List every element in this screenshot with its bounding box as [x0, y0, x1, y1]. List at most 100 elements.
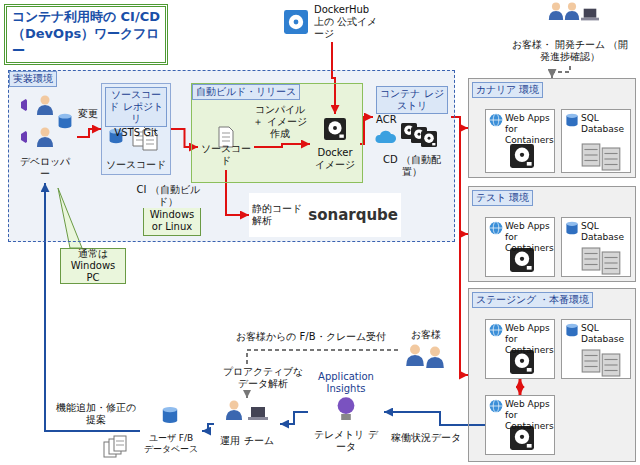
feedback-database: ユーザ F/B データベース: [140, 404, 202, 458]
flow-connector: [254, 144, 310, 147]
web-app-box: Web Apps for Containers: [485, 319, 555, 379]
disk-icon: [510, 144, 534, 168]
flow-connector: [226, 170, 249, 215]
flow-connector: [202, 424, 214, 431]
db-icon: [59, 114, 72, 128]
edge-label: コンパイル＋ イメージ作成: [252, 104, 308, 140]
server-icon: [582, 248, 600, 270]
node-label: SQL Database: [581, 113, 628, 135]
edge-label: 稼働状況データ: [386, 432, 466, 444]
node-label: 実装環境: [9, 71, 57, 87]
static-analysis-box: 静的コード 解析 sonarqube: [249, 193, 401, 237]
bulb-icon: [338, 397, 355, 420]
source-code-icon-box: ソースコード: [198, 124, 254, 170]
node-label: テスト 環境: [472, 190, 533, 206]
node-label: お客様・ 開発チーム （開発進捗確認）: [508, 39, 632, 63]
sql-database-box: SQL Database: [561, 319, 631, 379]
person-icon: [565, 2, 579, 20]
node-label: Web Apps for Containers: [505, 221, 552, 253]
node-label: 静的コード 解析: [252, 203, 302, 227]
os-callout: Windows or Linux: [143, 206, 201, 236]
server-icon: [582, 144, 600, 166]
flow-connector: [360, 117, 373, 144]
node-label: Web Apps for Containers: [505, 399, 552, 431]
staging-production-environment: ステージング ・本番環境Web Apps for ContainersSQL D…: [468, 288, 636, 462]
globe-icon: [490, 114, 503, 127]
node-label: 運用 チーム: [217, 435, 277, 447]
node-label: お客様: [401, 329, 451, 341]
node-sublabel: ACR: [376, 114, 448, 126]
node-sublabel: sonarqube: [308, 206, 398, 224]
node-label: ユーザ F/B データベース: [143, 433, 199, 455]
edge-label: お客様からの F/B・クレーム受付: [226, 331, 396, 343]
node-label: ソースコード: [201, 143, 251, 167]
container-registry: コンテナ レジストリACR: [373, 83, 451, 151]
node-label: Application Insights: [311, 371, 381, 395]
panel-fill: [191, 83, 363, 183]
node-sublabel: テレメトリ データ: [311, 429, 381, 453]
node-label: デベロッパー: [16, 156, 74, 180]
developer-group: デベロッパー: [13, 91, 77, 183]
globe-icon: [490, 222, 503, 235]
pc-callout: 通常は Windows PC: [60, 248, 126, 284]
sql-database-box: SQL Database: [561, 217, 631, 277]
web-app-box: Web Apps for Containers: [485, 395, 555, 455]
panel-fill: [468, 288, 636, 462]
operations-team: 運用 チーム: [214, 398, 280, 450]
globe-icon: [490, 400, 503, 413]
edge-label: CI （自動ビルド）: [128, 184, 208, 208]
vs-icon: [21, 99, 27, 111]
node-label: Web Apps for Containers: [505, 113, 552, 145]
person-icon: [37, 128, 53, 148]
docker-image-box: Docker イメージ: [310, 114, 360, 174]
panel-fill: [249, 193, 401, 237]
edge-label: CD （自動配置）: [376, 154, 448, 178]
server-icon: [602, 354, 620, 376]
server-icon: [602, 148, 620, 170]
node-label: 自動ビルド・リリース: [192, 84, 300, 100]
flow-connector: [332, 42, 335, 114]
node-label: Docker イメージ: [313, 147, 357, 171]
node-label: DockerHub 上の 公式イメージ: [314, 4, 381, 40]
node-label: 通常は Windows PC: [64, 248, 122, 284]
flow-connector: [451, 117, 468, 375]
node-label: カナリア 環境: [472, 82, 543, 98]
person-icon: [226, 401, 242, 421]
flow-connector: [280, 412, 308, 424]
db-icon: [566, 222, 577, 235]
panel-fill: [468, 78, 636, 178]
panel-fill: [101, 83, 171, 175]
laptop-icon: [581, 9, 599, 21]
customer-dev-team: お客様・ 開発チーム （開発進捗確認）: [505, 2, 635, 66]
flow-connector: [45, 183, 140, 431]
panel-fill: [8, 70, 455, 242]
diagram-title: コンテナ利用時の CI/CD （DevOps）ワークフロー: [4, 4, 168, 65]
person-icon: [549, 2, 563, 20]
web-app-box: Web Apps for Containers: [485, 109, 555, 173]
node-label: SQL Database: [581, 221, 628, 243]
edge-label: プロアクティブな データ解析: [220, 366, 306, 390]
node-label: Web Apps for Containers: [505, 323, 552, 355]
edge-label: 機能追加・修正の提案: [54, 402, 138, 426]
server-icon: [582, 350, 600, 372]
flow-connector: [519, 379, 522, 395]
person-icon: [426, 347, 444, 368]
flow-connector: [77, 129, 101, 137]
flow-connector: [552, 66, 570, 78]
vs-icon: [21, 131, 27, 143]
canary-environment: カナリア 環境 Web Apps for Containers SQL Databa…: [468, 78, 636, 178]
disk-icon: [324, 118, 346, 140]
callout-pointer: [58, 188, 82, 248]
source-repository: ソースコード レポジトリVSTS Gitソースコード: [101, 83, 171, 175]
node-label: コンテナ レジストリ: [376, 86, 448, 114]
whale-icon: [284, 10, 308, 34]
test-environment: テスト 環境 Web Apps for Containers SQL Databas…: [468, 186, 636, 282]
flow-connector: [171, 129, 198, 147]
node-label: SQL Database: [581, 323, 628, 345]
node-label: Windows or Linux: [147, 209, 197, 233]
web-app-box: Web Apps for Containers: [485, 217, 555, 277]
document-stack: [104, 436, 126, 457]
edge-label: 変更: [76, 108, 100, 120]
disk-icon: [421, 131, 437, 147]
db-icon: [566, 324, 577, 337]
